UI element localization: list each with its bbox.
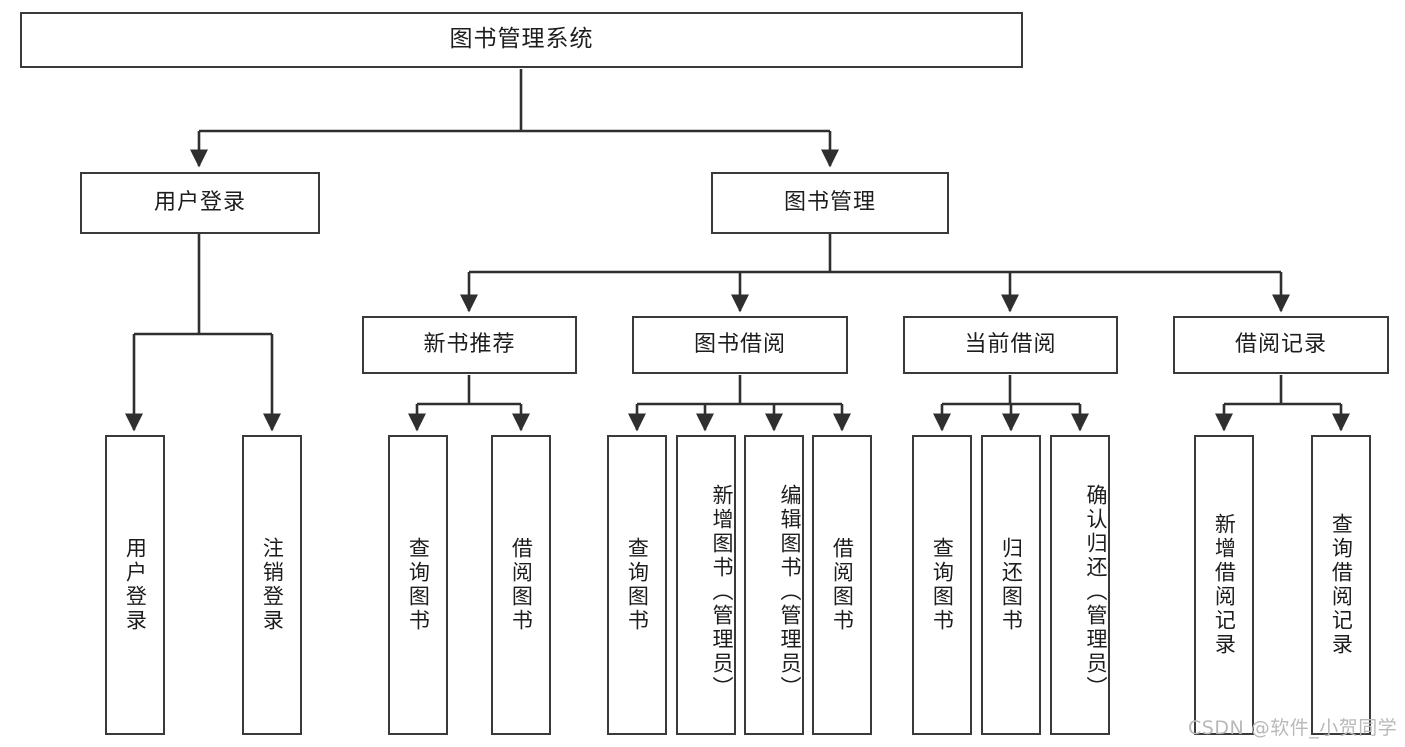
node-label: 查询图书 <box>625 537 650 633</box>
node-label: 确认归还（管理员） <box>1084 484 1108 700</box>
node-label: 图书管理系统 <box>449 26 594 53</box>
node-label: 借阅记录 <box>1234 332 1327 358</box>
leaf-user-login-signout[interactable]: 注销登录 <box>242 435 302 735</box>
leaf-user-login-signin[interactable]: 用户登录 <box>105 435 165 735</box>
node-label: 查询借阅记录 <box>1329 513 1354 657</box>
leaf-book-borrow-query[interactable]: 查询图书 <box>607 435 667 735</box>
node-label: 新增图书（管理员） <box>710 484 734 700</box>
leaf-new-book-query[interactable]: 查询图书 <box>388 435 448 735</box>
node-label: 编辑图书（管理员） <box>778 484 802 700</box>
node-label: 借阅图书 <box>830 537 855 633</box>
node-label: 用户登录 <box>153 190 246 216</box>
leaf-borrow-record-query[interactable]: 查询借阅记录 <box>1311 435 1371 735</box>
node-label: 查询图书 <box>406 537 431 633</box>
node-label: 借阅图书 <box>509 537 534 633</box>
node-label: 查询图书 <box>930 537 955 633</box>
node-label: 注销登录 <box>260 537 285 633</box>
leaf-new-book-borrow[interactable]: 借阅图书 <box>491 435 551 735</box>
node-label: 用户登录 <box>123 537 148 633</box>
csdn-watermark: CSDN @软件_小贺同学 <box>1188 717 1398 739</box>
node-root-library-system[interactable]: 图书管理系统 <box>20 12 1023 68</box>
node-label: 归还图书 <box>999 537 1024 633</box>
node-borrow-record[interactable]: 借阅记录 <box>1173 316 1389 374</box>
leaf-borrow-record-add[interactable]: 新增借阅记录 <box>1194 435 1254 735</box>
node-book-borrow[interactable]: 图书借阅 <box>632 316 848 374</box>
node-user-login[interactable]: 用户登录 <box>80 172 320 234</box>
leaf-book-borrow-borrow[interactable]: 借阅图书 <box>812 435 872 735</box>
leaf-current-borrow-query[interactable]: 查询图书 <box>912 435 972 735</box>
node-label: 新书推荐 <box>423 332 516 358</box>
leaf-current-borrow-return[interactable]: 归还图书 <box>981 435 1041 735</box>
leaf-book-borrow-add-admin[interactable]: 新增图书（管理员） <box>676 435 736 735</box>
node-label: 图书管理 <box>783 190 876 216</box>
leaf-current-borrow-confirm-admin[interactable]: 确认归还（管理员） <box>1050 435 1110 735</box>
node-label: 新增借阅记录 <box>1212 513 1237 657</box>
node-new-book-recommend[interactable]: 新书推荐 <box>362 316 577 374</box>
node-current-borrow[interactable]: 当前借阅 <box>903 316 1118 374</box>
leaf-book-borrow-edit-admin[interactable]: 编辑图书（管理员） <box>744 435 804 735</box>
node-label: 图书借阅 <box>693 332 786 358</box>
node-book-management[interactable]: 图书管理 <box>711 172 949 234</box>
node-label: 当前借阅 <box>964 332 1057 358</box>
